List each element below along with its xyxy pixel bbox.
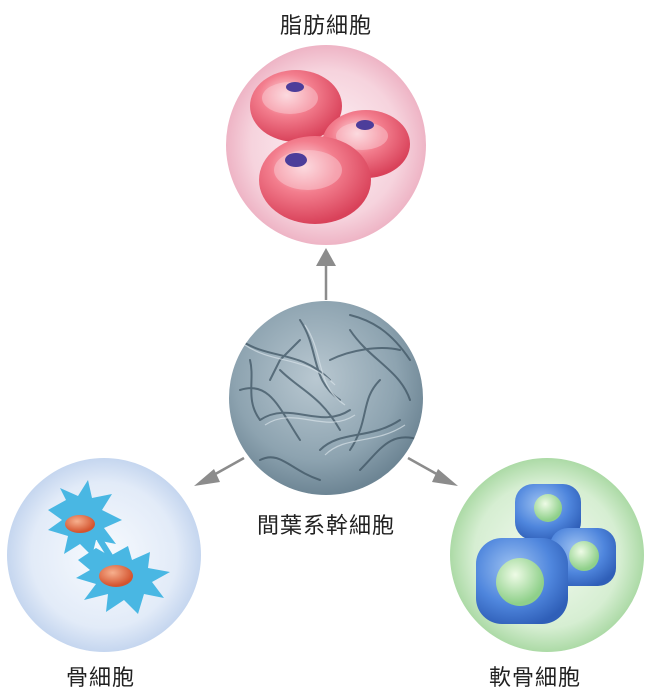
msc-micrograph — [229, 301, 423, 495]
osteocyte-cell-illustration — [7, 458, 201, 652]
arrow-up — [316, 248, 336, 300]
arrow-right — [407, 456, 458, 486]
chondrocyte-label: 軟骨細胞 — [489, 666, 582, 691]
adipocyte-label: 脂肪細胞 — [279, 14, 372, 39]
osteocyte-label: 骨細胞 — [66, 666, 136, 691]
arrow-left — [194, 456, 245, 486]
msc-label: 間葉系幹細胞 — [256, 514, 395, 539]
chondrocyte-cell-illustration — [450, 458, 644, 652]
adipocyte-cell-illustration — [226, 45, 426, 245]
